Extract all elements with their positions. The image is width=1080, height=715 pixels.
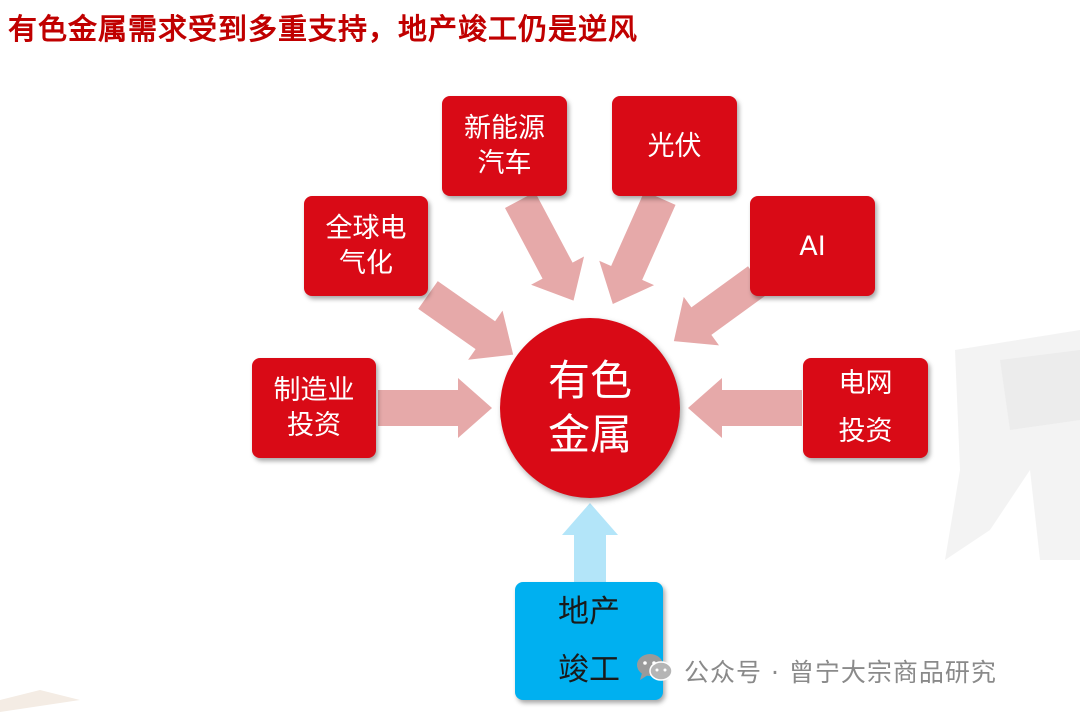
headwind-label: 地产 竣工 — [558, 594, 620, 688]
headwind-box: 地产 竣工 — [515, 582, 663, 700]
driver-label-electrification: 全球电 气化 — [325, 213, 407, 279]
arrow-pv — [599, 191, 676, 304]
watermark: 公众号 · 曾宁大宗商品研究 — [636, 652, 997, 690]
arrow-ai — [673, 266, 768, 346]
driver-label-ai: AI — [799, 230, 826, 262]
arrow-electrification — [418, 281, 514, 360]
page-title: 有色金属需求受到多重支持，地产竣工仍是逆风 — [8, 12, 639, 46]
driver-box-grid: 电网 投资 — [803, 358, 928, 458]
driver-box-pv: 光伏 — [612, 96, 737, 196]
driver-label-pv: 光伏 — [647, 130, 702, 162]
driver-box-electrification: 全球电 气化 — [304, 196, 428, 296]
arrow-nev — [504, 192, 585, 301]
arrow-manufacturing — [378, 378, 492, 438]
driver-box-manufacturing: 制造业 投资 — [252, 358, 376, 458]
driver-box-ai: AI — [750, 196, 875, 296]
center-node: 有色 金属 — [500, 318, 680, 498]
wechat-icon — [636, 652, 674, 690]
driver-label-grid: 电网 投资 — [838, 368, 893, 447]
center-label: 有色 金属 — [547, 356, 632, 459]
arrow-headwind — [562, 503, 618, 582]
arrow-grid — [688, 378, 802, 438]
driver-box-nev: 新能源 汽车 — [442, 96, 567, 196]
watermark-text: 公众号 · 曾宁大宗商品研究 — [684, 658, 997, 687]
driver-label-nev: 新能源 汽车 — [464, 113, 545, 179]
driver-label-manufacturing: 制造业 投资 — [273, 375, 355, 441]
